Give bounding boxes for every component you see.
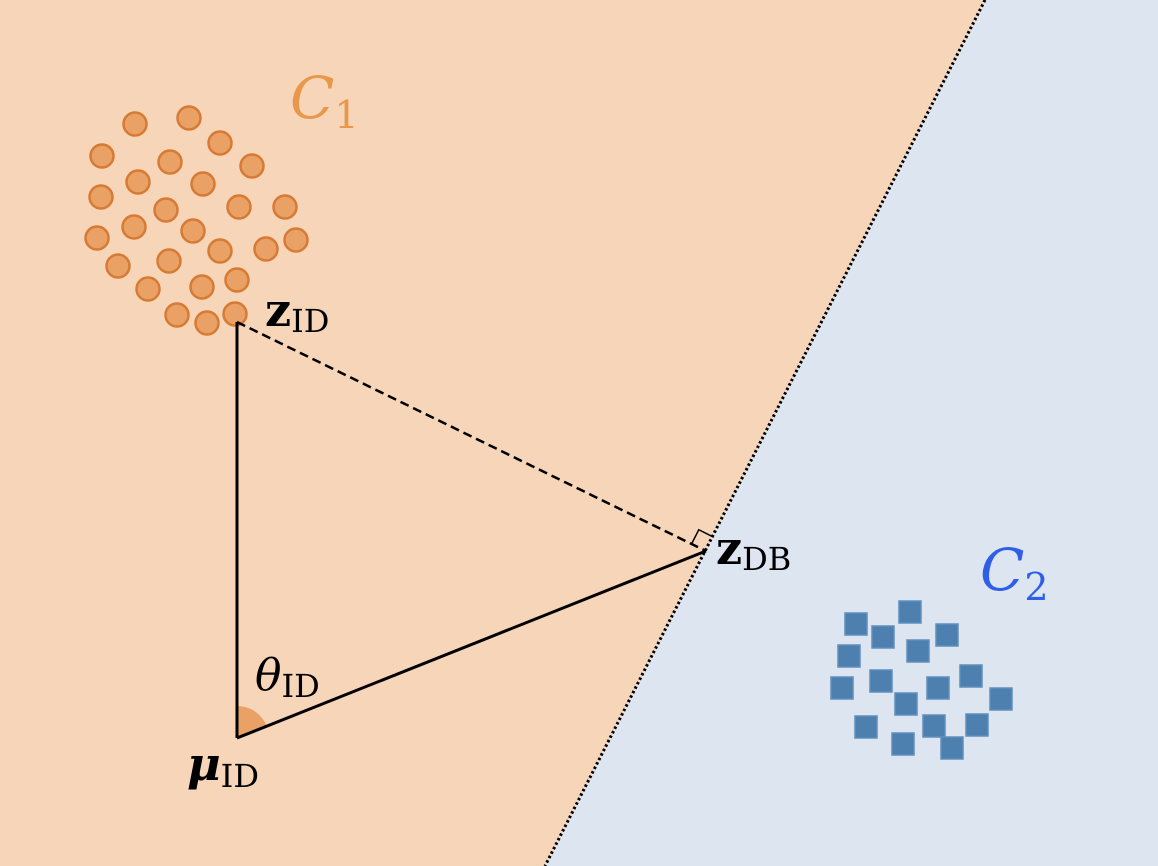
class-region-c2 — [545, 0, 1158, 866]
z-id-sub-text: ID — [291, 302, 329, 340]
c1-sample-circle — [253, 236, 279, 262]
mu-main-text: μ — [187, 737, 221, 791]
label-z-id: zID — [265, 283, 329, 340]
c1-sample-circle — [180, 218, 206, 244]
c2-sample-square — [844, 612, 868, 636]
c2-sample-square — [965, 713, 989, 737]
angle-theta-wedge — [237, 705, 267, 738]
c1-sample-circle — [121, 214, 147, 240]
label-c1: C1 — [290, 64, 359, 137]
c2-samples — [830, 600, 1013, 760]
z-db-main-text: z — [716, 521, 742, 575]
c1-sample-circle — [239, 153, 265, 179]
mu-sub-text: ID — [221, 757, 259, 795]
c1-sample-circle — [222, 301, 248, 327]
line-z-id-to-z-db-dashed — [236, 320, 707, 553]
c1-sample-circle — [272, 194, 298, 220]
c2-main-text: C — [980, 536, 1024, 604]
c2-sample-square — [830, 676, 854, 700]
label-theta-id: θID — [255, 650, 320, 705]
c1-sample-circle — [283, 227, 309, 253]
c1-sample-circle — [190, 171, 216, 197]
c1-sample-circle — [176, 105, 202, 131]
theta-sub-text: ID — [282, 667, 320, 705]
c2-sample-square — [935, 623, 959, 647]
c1-sample-circle — [157, 149, 183, 175]
c2-sample-square — [906, 639, 930, 663]
decision-boundary — [543, 0, 987, 866]
line-mu-to-z-db — [236, 549, 707, 740]
c1-sample-circle — [88, 184, 114, 210]
c2-sample-square — [989, 687, 1013, 711]
c1-sample-circle — [224, 267, 250, 293]
z-id-main-text: z — [265, 283, 291, 337]
c2-sub-text: 2 — [1024, 565, 1048, 609]
c1-sample-circle — [122, 111, 148, 137]
c1-sample-circle — [207, 238, 233, 264]
c2-sample-square — [926, 676, 950, 700]
c1-sample-circle — [226, 194, 252, 220]
c1-sample-circle — [135, 276, 161, 302]
c1-sample-circle — [89, 143, 115, 169]
c2-sample-square — [854, 715, 878, 739]
label-z-db: zDB — [716, 521, 791, 578]
right-angle-marker — [690, 528, 714, 545]
c1-samples — [84, 105, 309, 336]
c1-main-text: C — [290, 64, 334, 132]
c1-sample-circle — [207, 130, 233, 156]
c2-sample-square — [891, 732, 915, 756]
c1-sample-circle — [164, 302, 190, 328]
c2-sample-square — [871, 625, 895, 649]
c1-sub-text: 1 — [334, 93, 358, 137]
c1-sample-circle — [105, 253, 131, 279]
c2-sample-square — [922, 714, 946, 738]
c2-sample-square — [959, 664, 983, 688]
c1-sample-circle — [125, 169, 151, 195]
c2-sample-square — [837, 644, 861, 668]
c2-sample-square — [894, 692, 918, 716]
c1-sample-circle — [189, 274, 215, 300]
label-mu-id: μID — [187, 737, 259, 795]
label-c2: C2 — [980, 536, 1049, 609]
c2-sample-square — [869, 669, 893, 693]
z-db-sub-text: DB — [742, 540, 791, 578]
c1-sample-circle — [84, 225, 110, 251]
theta-main-text: θ — [255, 650, 282, 701]
c1-sample-circle — [194, 310, 220, 336]
c2-sample-square — [898, 600, 922, 624]
c1-sample-circle — [153, 197, 179, 223]
c2-sample-square — [940, 736, 964, 760]
c1-sample-circle — [156, 248, 182, 274]
